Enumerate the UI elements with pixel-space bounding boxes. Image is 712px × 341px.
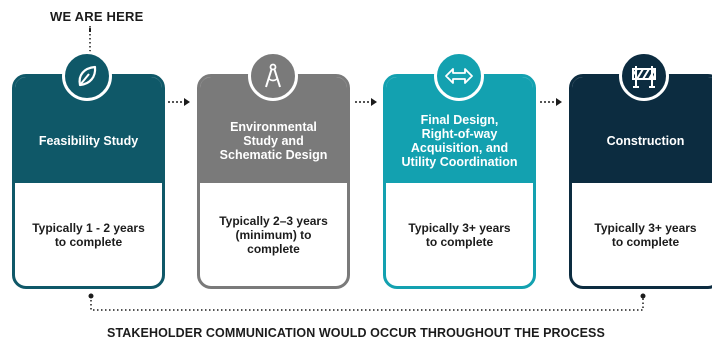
- stage-final-design: Final Design, Right-of-way Acquisition, …: [383, 74, 536, 289]
- here-connector: [89, 26, 91, 62]
- stage-environmental-study: Environmental Study and Schematic Design…: [197, 74, 350, 289]
- stage-duration: Typically 3+ years to complete: [408, 220, 511, 249]
- process-span-bracket: [88, 293, 646, 311]
- stage-feasibility-study: Feasibility Study Typically 1 - 2 years …: [12, 74, 165, 289]
- compass-icon: [248, 51, 298, 101]
- stage-title: Feasibility Study: [15, 77, 162, 183]
- flow-arrow: [355, 98, 377, 106]
- stage-construction: Construction Typically 3+ years to compl…: [569, 74, 712, 289]
- flow-arrow: [540, 98, 562, 106]
- double-arrow-icon: [434, 51, 484, 101]
- barricade-icon: [619, 51, 669, 101]
- leaf-icon: [62, 51, 112, 101]
- we-are-here-label: WE ARE HERE: [50, 9, 144, 24]
- stage-duration: Typically 3+ years to complete: [594, 220, 697, 249]
- stakeholder-communication-label: STAKEHOLDER COMMUNICATION WOULD OCCUR TH…: [107, 326, 605, 340]
- stage-duration: Typically 2–3 years (minimum) to complet…: [219, 213, 328, 256]
- stage-duration: Typically 1 - 2 years to complete: [32, 220, 145, 249]
- flow-arrow: [168, 98, 190, 106]
